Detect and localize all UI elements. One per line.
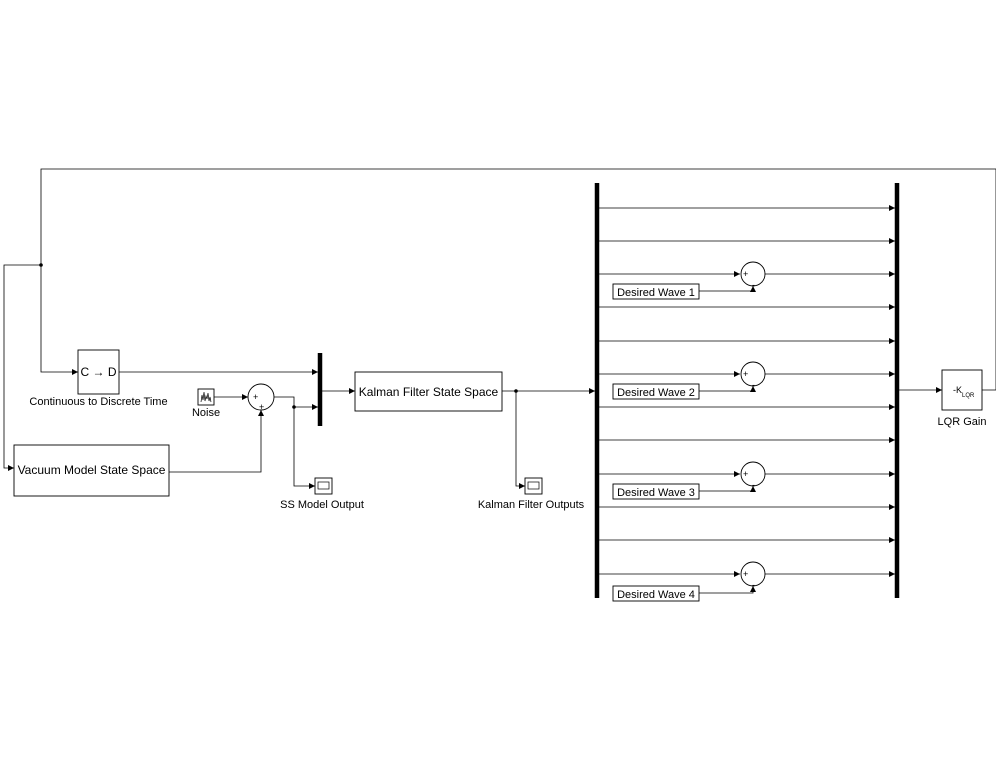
- scope-icon: [527, 481, 540, 490]
- kalman-to-scope-wire: [515, 391, 525, 489]
- wave-subsystem-2: + - Desired Wave 2: [599, 361, 895, 400]
- ss-scope-caption: SS Model Output: [280, 499, 364, 511]
- noise-caption: Noise: [192, 407, 220, 419]
- scope-icon: [317, 481, 330, 490]
- sum-out-wire: [274, 396, 295, 407]
- wave-subsystem-4: + - Desired Wave 4: [599, 561, 895, 602]
- lqr-gain-symbol: -K: [953, 385, 962, 395]
- sum-sign-plus: +: [743, 469, 748, 479]
- feedback-wire: [40, 168, 996, 391]
- vacuum-to-sum-wire: [169, 410, 264, 473]
- desired-wave-3-label: Desired Wave 3: [617, 487, 695, 499]
- c2d-block-label: C → D: [81, 365, 117, 379]
- lqr-gain-block[interactable]: [941, 369, 983, 411]
- lqr-gain-caption: LQR Gain: [938, 416, 987, 428]
- signal-lines: [599, 205, 895, 543]
- desired-wave-1-block[interactable]: [612, 283, 700, 300]
- desired-wave-4-block[interactable]: [612, 585, 700, 602]
- sum-to-scope-wire: [293, 407, 315, 489]
- sum-sign-plus: +: [743, 369, 748, 379]
- sum-sign-minus: -: [752, 580, 755, 590]
- sum-sign-plus: +: [743, 269, 748, 279]
- sum-sign-plus: +: [253, 392, 258, 402]
- ss-scope-block[interactable]: [314, 477, 333, 495]
- wire-to-c2d: [40, 265, 78, 375]
- sum-sign-plus: +: [743, 569, 748, 579]
- wave-subsystem-1: + - Desired Wave 1: [599, 261, 895, 300]
- sum-sign-minus: -: [752, 380, 755, 390]
- desired-wave-3-block[interactable]: [612, 483, 700, 500]
- kalman-filter-label: Kalman Filter State Space: [359, 385, 499, 399]
- sum-sign-minus: -: [752, 480, 755, 490]
- kalman-filter-block[interactable]: [354, 371, 503, 412]
- sum-sign-minus: -: [752, 280, 755, 290]
- kf-scope-caption: Kalman Filter Outputs: [478, 499, 585, 511]
- c2d-caption: Continuous to Discrete Time: [29, 396, 167, 408]
- wave-subsystem-3: + - Desired Wave 3: [599, 461, 895, 500]
- sum-sign-plus: +: [259, 402, 264, 412]
- kf-scope-block[interactable]: [524, 477, 543, 495]
- desired-wave-4-label: Desired Wave 4: [617, 589, 695, 601]
- desired-wave-2-block[interactable]: [612, 383, 700, 400]
- vacuum-model-block[interactable]: [13, 444, 170, 497]
- desired-wave-1-label: Desired Wave 1: [617, 287, 695, 299]
- vacuum-model-label: Vacuum Model State Space: [18, 463, 166, 477]
- lqr-gain-subscript: LQR: [962, 393, 975, 399]
- desired-wave-2-label: Desired Wave 2: [617, 387, 695, 399]
- wire-to-vacuum: [3, 264, 41, 471]
- noise-icon: [200, 391, 212, 403]
